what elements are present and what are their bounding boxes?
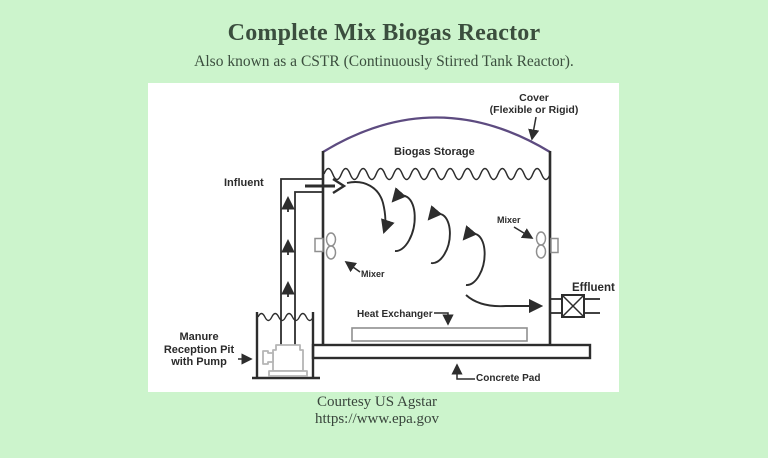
- mixer-left-label: Mixer: [361, 269, 385, 279]
- flexible-cover-dome: [322, 116, 551, 153]
- mixer-right-label: Mixer: [497, 215, 521, 225]
- mixing-arrows: [346, 181, 544, 314]
- mixer-right-shape: [535, 231, 559, 259]
- credit-courtesy-text: Courtesy US Agstar: [316, 394, 437, 410]
- page-title: Complete Mix Biogas Reactor: [227, 20, 541, 46]
- label-leader-arrows: [238, 116, 540, 380]
- reactor-diagram-panel: Cover (Flexible or Rigid) Biogas Storage…: [148, 83, 619, 392]
- cover-label: Cover (Flexible or Rigid): [477, 92, 591, 117]
- influent-pipe: [280, 178, 324, 347]
- manure-reception-pit: [252, 312, 320, 380]
- credit-block: Courtesy US Agstar https://www.epa.gov: [315, 394, 439, 428]
- credit-url-text: https://www.epa.gov: [314, 411, 440, 427]
- reactor-diagram-drawing: [238, 116, 600, 380]
- heat-exchanger-shape: [351, 327, 528, 342]
- manure-pit-label-line2: Reception Pit: [163, 343, 235, 356]
- concrete-pad-shape: [311, 343, 592, 360]
- effluent-assembly: [550, 294, 600, 318]
- heat-exchanger-label: Heat Exchanger: [357, 309, 433, 320]
- manure-pit-label: Manure Reception Pit with Pump: [154, 331, 244, 369]
- liquid-surface-wave: [323, 167, 551, 181]
- concrete-pad-label: Concrete Pad: [476, 373, 541, 384]
- influent-label: Influent: [224, 177, 264, 189]
- mixer-left-shape: [314, 232, 337, 260]
- page-subtitle: Also known as a CSTR (Continuously Stirr…: [194, 53, 574, 70]
- effluent-label: Effluent: [572, 282, 615, 294]
- influent-entry-arrow: [305, 177, 347, 195]
- cover-label-line2: (Flexible or Rigid): [489, 103, 579, 116]
- biogas-storage-label: Biogas Storage: [394, 146, 475, 158]
- manure-pit-label-line1: Manure: [179, 331, 219, 343]
- pit-pump-shape: [262, 344, 308, 377]
- cover-label-line1: Cover: [519, 92, 549, 104]
- manure-pit-label-line3: with Pump: [171, 356, 227, 368]
